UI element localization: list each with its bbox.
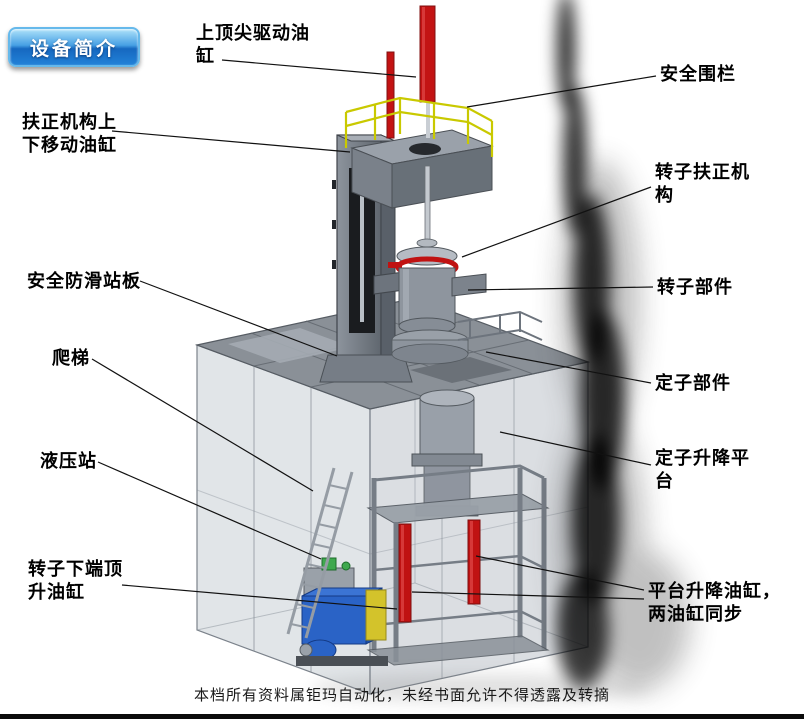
label-hydraulic-station: 液压站	[40, 451, 97, 471]
leader-lines	[91, 59, 657, 610]
bottom-black-bar	[0, 714, 804, 719]
leader-hydraulic-station	[97, 461, 322, 560]
leader-centering-cylinder	[111, 130, 351, 153]
safety-fence-rails	[344, 96, 494, 157]
label-anti-slip-platform: 安全防滑站板	[27, 271, 141, 291]
leader-top-drive-cylinder	[221, 59, 417, 78]
label-stator-component: 定子部件	[655, 373, 731, 393]
leader-rotor-bottom-jack	[121, 584, 398, 610]
leader-safety-fence	[466, 75, 657, 108]
smoke-shadow	[310, 0, 690, 702]
leader-ladder	[91, 358, 314, 492]
label-platform-lift-cylinders: 平台升降油缸， 两油缸同步	[648, 581, 781, 625]
confidentiality-watermark: 本档所有资料属钜玛自动化，未经书面允许不得透露及转摘	[193, 687, 610, 704]
label-safety-fence: 安全围栏	[660, 64, 736, 84]
platform-lift-cylinder-right	[467, 519, 481, 605]
rotor-assembly	[373, 165, 543, 365]
label-stator-lift-platform: 定子升降平 台	[655, 448, 750, 492]
leader-anti-slip	[139, 280, 338, 357]
label-ladder: 爬梯	[52, 348, 90, 368]
label-rotor-centering: 转子扶正机 构	[655, 162, 750, 206]
label-rotor-bottom-jack: 转子下端顶 升油缸	[28, 559, 123, 603]
hydraulic-station-unit	[296, 557, 388, 666]
leader-platform-cylinder-1	[475, 555, 645, 591]
leader-stator-lift-platform	[499, 431, 652, 466]
label-top-drive-cylinder: 上顶尖驱动油 缸	[196, 23, 310, 67]
leader-rotor-centering	[461, 186, 652, 258]
leader-platform-cylinder-2	[411, 591, 645, 600]
top-drive-cylinder-rod	[386, 5, 436, 139]
platform-lift-cylinder-left	[398, 523, 412, 623]
leader-stator-component	[485, 351, 652, 384]
leader-rotor-component	[467, 286, 654, 291]
label-rotor-component: 转子部件	[657, 277, 733, 297]
platform-lift-cylinders	[398, 519, 481, 623]
lift-platform-frame	[366, 464, 550, 666]
head-box	[350, 129, 494, 209]
title-badge: 设备简介	[8, 27, 140, 67]
ladder-structure	[286, 467, 354, 639]
label-centering-move-cylinder: 扶正机构上 下移动油缸	[22, 112, 117, 156]
